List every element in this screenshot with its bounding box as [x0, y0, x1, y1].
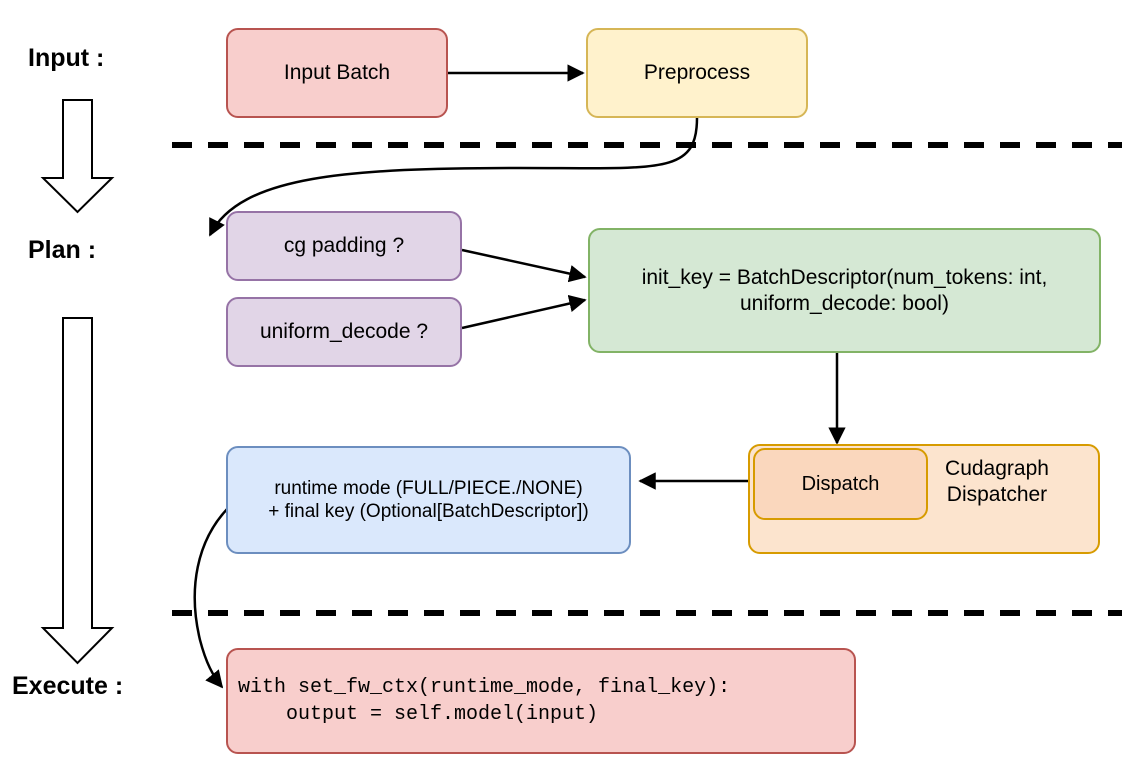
- node-cudagraph-dispatcher-label: Cudagraph Dispatcher: [945, 457, 1049, 506]
- node-preprocess[interactable]: Preprocess: [586, 28, 808, 118]
- edge-cg-padding-to-init-key: [461, 248, 587, 283]
- edge-runtime-mode-to-code-block: [193, 505, 231, 689]
- edge-uniform-decode-to-init-key: [461, 294, 587, 330]
- node-uniform-decode[interactable]: uniform_decode ?: [226, 297, 462, 367]
- stage-arrow-plan-to-execute: [40, 317, 115, 665]
- node-code-block[interactable]: with set_fw_ctx(runtime_mode, final_key)…: [226, 648, 856, 754]
- stage-label-plan: Plan :: [28, 236, 97, 264]
- node-dispatch[interactable]: Dispatch: [753, 448, 928, 520]
- stage-arrow-input-to-plan: [40, 99, 115, 214]
- edge-preprocess-to-cg-padding: [208, 117, 699, 237]
- stage-label-execute: Execute :: [12, 672, 124, 700]
- node-input-batch[interactable]: Input Batch: [226, 28, 448, 118]
- stage-label-input: Input :: [28, 44, 105, 72]
- node-cg-padding[interactable]: cg padding ?: [226, 211, 462, 281]
- node-runtime-mode[interactable]: runtime mode (FULL/PIECE./NONE) + final …: [226, 446, 631, 554]
- node-init-key[interactable]: init_key = BatchDescriptor(num_tokens: i…: [588, 228, 1101, 353]
